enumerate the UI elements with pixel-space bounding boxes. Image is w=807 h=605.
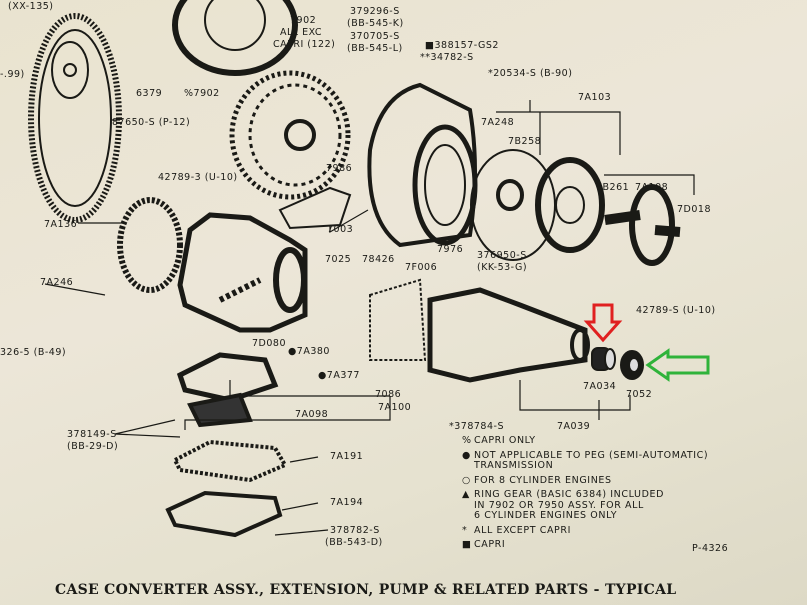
leader-lines <box>44 100 695 536</box>
plate-number: P-4326 <box>692 543 729 554</box>
label-42789-s: 42789-S (U-10) <box>636 305 716 316</box>
note-all-except-capri: *ALL EXCEPT CAPRI <box>462 524 571 536</box>
label-bb29d: (BB-29-D) <box>67 441 119 452</box>
label-42789-3: 42789-3 (U-10) <box>158 172 238 183</box>
label-370705: 370705-S <box>350 31 400 42</box>
label-capri-122: CAPRI (122) <box>273 39 336 50</box>
label-87650: 87650-S (P-12) <box>112 117 191 128</box>
label-7003: 7003 <box>327 224 354 235</box>
label-34782: **34782-S <box>420 52 474 63</box>
note-8-cyl: ○FOR 8 CYLINDER ENGINES <box>462 474 612 486</box>
label-379296: 379296-S <box>350 6 400 17</box>
note-capri: ■CAPRI <box>462 539 506 550</box>
label-kk53g: (KK-53-G) <box>477 262 528 273</box>
label-7B261: 7B261 <box>596 182 630 193</box>
label-7902-capri: %7902 <box>184 88 220 99</box>
label-7A039: 7A039 <box>557 421 591 432</box>
label-7976: 7976 <box>437 244 464 255</box>
note-capri-only: %CAPRI ONLY <box>462 435 536 446</box>
label-7902: 7902 <box>290 15 317 26</box>
green-arrow-left <box>645 348 710 382</box>
label-bb545l: (BB-545-L) <box>347 43 403 54</box>
legend-notes: %CAPRI ONLY ●NOT APPLICABLE TO PEG (SEMI… <box>462 435 709 555</box>
label-7A191: 7A191 <box>330 451 364 462</box>
label-7A194: 7A194 <box>330 497 364 508</box>
torque-converter-capri <box>172 0 298 76</box>
diagram-title: CASE CONVERTER ASSY., EXTENSION, PUMP & … <box>55 582 677 598</box>
torque-converter <box>229 70 351 200</box>
flywheel <box>28 13 122 223</box>
label-78426: 78426 <box>362 254 395 265</box>
label-326: 326-5 (B-49) <box>0 347 67 358</box>
label-7A108: 7A108 <box>635 182 669 193</box>
label-7A380: ●7A380 <box>288 346 330 357</box>
valve-body <box>176 352 279 428</box>
oil-pan-gasket <box>172 439 288 483</box>
label-7D018: 7D018 <box>677 204 711 215</box>
label-bb545k: (BB-545-K) <box>347 18 404 29</box>
label-388157: ■388157-GS2 <box>425 40 499 51</box>
gasket-7986 <box>278 186 352 230</box>
seal-7052 <box>620 350 644 380</box>
label-7A103: 7A103 <box>578 92 612 103</box>
label-7986: 7986 <box>326 163 353 174</box>
label-7A248: 7A248 <box>481 117 515 128</box>
label-7A246: 7A246 <box>40 277 74 288</box>
label-7086: 7086 <box>375 389 402 400</box>
gasket-7A136 <box>117 197 183 293</box>
bushing-7A034 <box>591 347 616 371</box>
label-bb543d: (BB-543-D) <box>325 537 383 548</box>
converter-housing <box>367 82 478 248</box>
label-7D080: 7D080 <box>252 338 286 349</box>
label-6379: 6379 <box>136 88 163 99</box>
note-not-peg: ●NOT APPLICABLE TO PEG (SEMI-AUTOMATIC)T… <box>462 449 709 471</box>
label-7B258: 7B258 <box>508 136 542 147</box>
transmission-case <box>177 212 308 333</box>
label-7A136: 7A136 <box>44 219 78 230</box>
pump-parts <box>470 149 681 266</box>
label-378782: 378782-S <box>330 525 380 536</box>
label-7F006: 7F006 <box>405 262 438 273</box>
label-7052: 7052 <box>626 389 653 400</box>
red-arrow-down <box>583 303 623 343</box>
oil-pan <box>165 490 283 538</box>
label-20534: *20534-S (B-90) <box>488 68 573 79</box>
label-7A377: ●7A377 <box>318 370 360 381</box>
label-378149: 378149-S <box>67 429 117 440</box>
label-99: -.99) <box>0 69 25 80</box>
label-xx135: (XX-135) <box>8 1 54 12</box>
label-7A034: 7A034 <box>583 381 617 392</box>
label-7A098: 7A098 <box>295 409 329 420</box>
label-7A100: 7A100 <box>378 402 412 413</box>
label-376950: 376950-S <box>477 250 527 261</box>
label-378784: *378784-S <box>449 421 504 432</box>
label-all-exc: ALL EXC <box>280 27 323 38</box>
label-7025: 7025 <box>325 254 352 265</box>
extension-housing <box>369 278 590 383</box>
